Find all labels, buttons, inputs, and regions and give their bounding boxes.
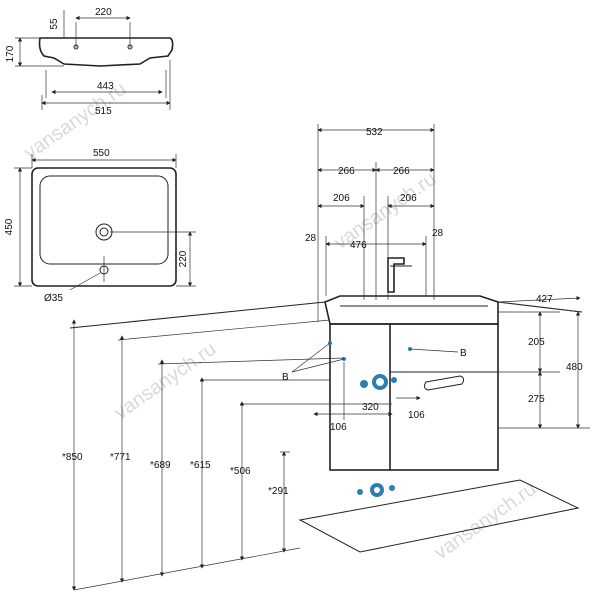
dim-515: 515 — [95, 106, 112, 117]
dim-615: *615 — [190, 460, 211, 471]
watermark: vansanych.ru — [430, 478, 540, 564]
dim-320: 320 — [362, 402, 379, 413]
dim-850: *850 — [62, 452, 83, 463]
watermark: vansanych.ru — [20, 78, 130, 164]
watermark: vansanych.ru — [330, 168, 440, 254]
connection-point — [360, 380, 368, 388]
plan-view: 550 450 220 Ø35 — [4, 148, 196, 304]
dim-205: 205 — [528, 337, 545, 348]
dim-170: 170 — [5, 45, 16, 62]
dim-206-right: 206 — [400, 193, 417, 204]
cabinet-view: 532 266 266 206 206 28 28 476 427 205 27… — [62, 124, 590, 591]
watermark: vansanych.ru — [110, 338, 220, 424]
dim-506: *506 — [230, 466, 251, 477]
dim-480: 480 — [566, 362, 583, 373]
basin-top — [324, 295, 499, 325]
dim-771: *771 — [110, 452, 131, 463]
basin-outer — [31, 167, 177, 287]
dim-206-left: 206 — [333, 193, 350, 204]
connection-point — [357, 489, 363, 495]
dim-hole: Ø35 — [44, 293, 63, 304]
dim-106-left: 106 — [330, 422, 347, 433]
basin-inner — [39, 175, 169, 265]
dim-55: 55 — [49, 18, 60, 30]
faucet — [387, 257, 405, 293]
label-b-right: B — [460, 348, 467, 359]
wall-connections — [328, 341, 412, 497]
drawer-handle — [423, 375, 465, 391]
dim-427: 427 — [536, 294, 553, 305]
dim-266-right: 266 — [393, 166, 410, 177]
label-b-left: B — [282, 372, 289, 383]
drain-hole — [95, 223, 113, 241]
dim-450: 450 — [4, 218, 15, 235]
sink-side-outline — [38, 37, 174, 67]
dim-220-plan: 220 — [178, 250, 189, 267]
connection-point — [391, 377, 397, 383]
dim-266-left: 266 — [338, 166, 355, 177]
floor-outline — [298, 479, 580, 553]
dim-689: *689 — [150, 460, 171, 471]
connection-point — [376, 378, 384, 386]
dim-106-right: 106 — [408, 410, 425, 421]
dim-443: 443 — [97, 81, 114, 92]
connection-point — [374, 487, 380, 493]
dim-220-top: 220 — [95, 7, 112, 18]
dim-28-left: 28 — [305, 233, 317, 244]
dim-532: 532 — [366, 127, 383, 138]
top-view: 220 55 170 443 515 — [5, 7, 174, 117]
cabinet-body — [329, 323, 499, 471]
dim-28-right: 28 — [432, 228, 444, 239]
dim-275: 275 — [528, 394, 545, 405]
dim-291: *291 — [268, 486, 289, 497]
dim-476: 476 — [350, 240, 367, 251]
dim-550: 550 — [93, 148, 110, 159]
connection-point — [389, 485, 395, 491]
